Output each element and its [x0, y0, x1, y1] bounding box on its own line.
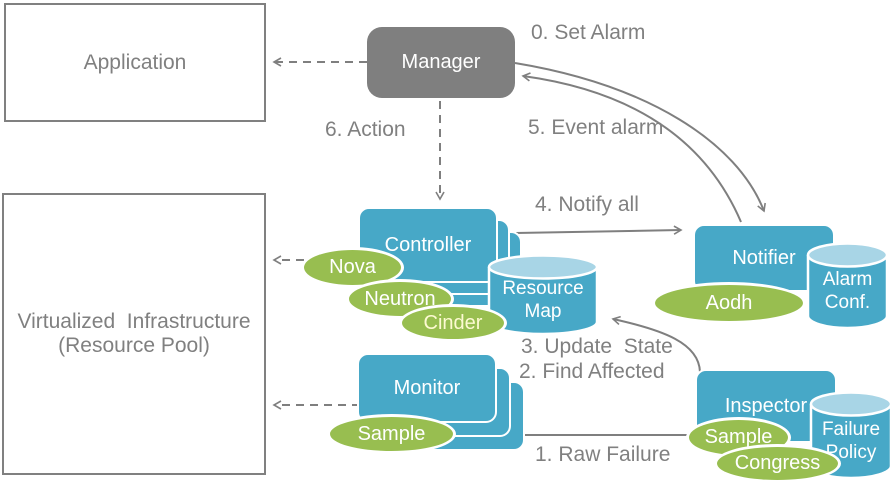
notifier-label: Notifier: [732, 246, 796, 269]
resource-map-label: Resource Map: [487, 254, 599, 336]
manager-node: Manager: [367, 27, 515, 98]
cylinder-top: [806, 242, 889, 268]
neutron-label: Neutron: [364, 287, 436, 310]
arrow-set-alarm: [514, 62, 766, 213]
inspector-label: Inspector: [724, 394, 808, 417]
application-box: Application: [4, 3, 266, 122]
arrow-event-alarm: [521, 72, 742, 223]
inspector-sample-label: Sample: [704, 426, 773, 448]
cinder-ellipse: Cinder: [399, 304, 507, 342]
step-6-label: 6. Action: [325, 118, 406, 141]
step-1-label: 1. Raw Failure: [535, 443, 671, 466]
controller-card: Controller: [358, 207, 498, 283]
virtualized-infrastructure-label-line2: (Resource Pool): [58, 334, 210, 357]
cylinder-body: [806, 255, 889, 330]
arrow-update-state: [611, 315, 701, 373]
alarm-conf-label-line2: Conf.: [824, 292, 871, 313]
resource-map-cylinder-shape: [487, 254, 599, 336]
monitor-sample-ellipse: Sample: [327, 414, 456, 454]
resource-map-label-line2: Map: [524, 300, 562, 322]
alarm-conf-label-line1: Alarm: [822, 269, 873, 290]
step-2-label: 2. Find Affected: [519, 360, 665, 383]
cinder-label: Cinder: [423, 311, 483, 334]
step-3-label: 3. Update State: [521, 335, 673, 358]
arrow-notify-all: [515, 225, 683, 235]
monitor-sample-label: Sample: [357, 422, 426, 445]
resource-map-label-line1: Resource: [502, 277, 584, 299]
step-5-label: 5. Event alarm: [528, 116, 664, 139]
monitor-label: Monitor: [393, 376, 461, 399]
step-0-label: 0. Set Alarm: [531, 21, 646, 44]
cylinder-top: [487, 254, 599, 280]
step-4-label: 4. Notify all: [535, 193, 639, 216]
monitor-card: Monitor: [357, 353, 497, 423]
failure-policy-label-line1: Failure: [821, 418, 881, 440]
controller-label: Controller: [384, 233, 472, 256]
alarm-conf-cylinder-shape: [806, 242, 889, 330]
manager-label: Manager: [401, 51, 481, 73]
congress-label: Congress: [734, 452, 821, 474]
resource-map-cylinder: Resource Map: [487, 254, 599, 336]
nova-label: Nova: [329, 256, 376, 278]
aodh-ellipse: Aodh: [652, 282, 806, 324]
congress-ellipse: Congress: [714, 444, 841, 483]
virtualized-infrastructure-box: Virtualized Infrastructure (Resource Poo…: [2, 193, 266, 475]
virtualized-infrastructure-label-line1: Virtualized Infrastructure: [17, 310, 251, 333]
cylinder-top: [809, 391, 893, 417]
alarm-conf-cylinder: Alarm Conf.: [806, 242, 889, 331]
application-label: Application: [83, 50, 187, 74]
alarm-conf-label: Alarm Conf.: [806, 242, 889, 331]
aodh-label: Aodh: [705, 291, 753, 314]
